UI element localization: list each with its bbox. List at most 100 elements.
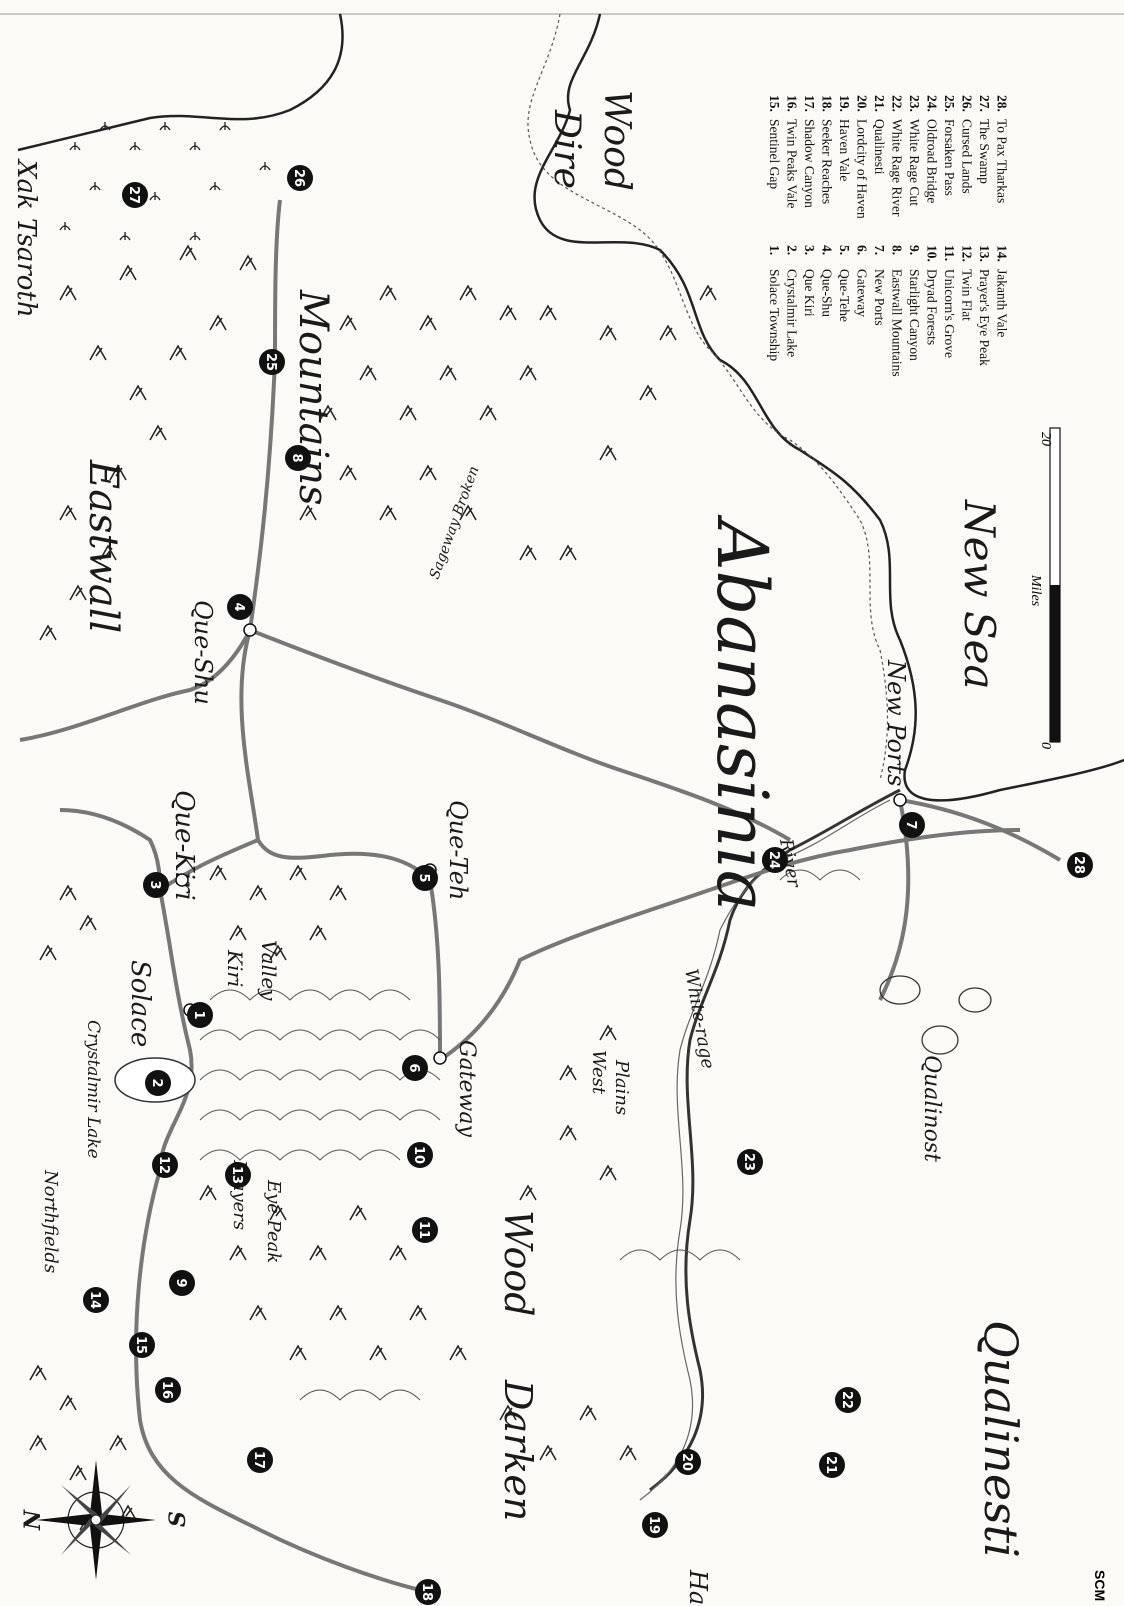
marker-10[interactable]: 10 <box>407 1142 433 1168</box>
marker-25[interactable]: 25 <box>259 349 285 375</box>
legend-entry: 11.Unicorn's Grove <box>942 245 957 358</box>
marker-7[interactable]: 7 <box>899 812 925 838</box>
svg-text:24: 24 <box>766 851 781 869</box>
marker-4[interactable]: 4 <box>227 594 253 620</box>
legend-entry: 24.Oldroad Bridge <box>925 95 940 203</box>
marker-22[interactable]: 22 <box>835 1387 861 1413</box>
legend-entry-name: New Ports <box>872 269 887 326</box>
legend-entry-name: Que-Shu <box>820 269 835 317</box>
marker-2[interactable]: 2 <box>145 1070 171 1096</box>
marker-18[interactable]: 18 <box>415 1579 441 1605</box>
compass-rose <box>36 1460 156 1580</box>
svg-text:18: 18 <box>419 1583 434 1601</box>
marker-28[interactable]: 28 <box>1067 852 1093 878</box>
legend-entry-name: Shadow Canyon <box>802 119 817 208</box>
svg-text:11: 11 <box>416 1221 431 1239</box>
marker-21[interactable]: 21 <box>819 1452 845 1478</box>
legend-entry-number: 19. <box>837 95 852 112</box>
coastline <box>17 13 344 152</box>
legend-entry-number: 6. <box>855 245 870 255</box>
legend-entry-number: 21. <box>872 95 887 112</box>
islands <box>879 975 992 1055</box>
svg-text:25: 25 <box>263 353 278 371</box>
svg-text:19: 19 <box>646 1516 661 1534</box>
legend-entry: 2.Crystalmir Lake <box>785 245 800 357</box>
label-crystalmir-lake: Crystalmir Lake <box>83 1020 103 1159</box>
label-new-ports: New Ports <box>882 659 910 786</box>
white-rage-river <box>649 788 901 1492</box>
marker-11[interactable]: 11 <box>412 1217 438 1243</box>
legend-entry: 22.White Rage River <box>890 95 905 217</box>
compass-north-label: N <box>20 1509 46 1531</box>
legend-entry-number: 27. <box>977 95 992 112</box>
legend-entry: 21.Qualinesti <box>872 95 887 175</box>
legend-entry-name: Starlight Canyon <box>907 269 922 361</box>
marker-5[interactable]: 5 <box>412 865 438 891</box>
marker-9[interactable]: 9 <box>169 1270 195 1296</box>
legend-entry-name: The Swamp <box>977 119 992 184</box>
legend-entry: 27. The Swamp <box>977 95 992 184</box>
label-qualinost: Qualinost <box>919 1055 944 1162</box>
legend-entry-name: Twin Peaks Vale <box>785 119 800 209</box>
marker-26[interactable]: 26 <box>287 165 313 191</box>
legend-entry-number: 1. <box>767 245 782 255</box>
legend-entry-name: Solace Township <box>767 269 782 361</box>
legend-entry-number: 13. <box>977 245 992 262</box>
legend-entry-number: 22. <box>890 95 905 112</box>
legend-entry: 20.Lordcity of Haven <box>855 95 870 219</box>
scale-bar-end: 20 <box>1038 432 1053 446</box>
legend-entry: 16.Twin Peaks Vale <box>785 95 800 209</box>
svg-text:27: 27 <box>126 186 141 204</box>
label-solace: Solace <box>125 960 155 1047</box>
sea-coast-east <box>533 13 1124 802</box>
legend-entry: 17.Shadow Canyon <box>802 95 817 208</box>
marker-13[interactable]: 13 <box>225 1162 251 1188</box>
compass-south-label: S <box>165 1511 191 1527</box>
label-eastwall: Eastwall <box>80 459 126 633</box>
legend-entry-name: Eastwall Mountains <box>890 269 905 377</box>
legend-entry-number: 5. <box>837 245 852 255</box>
mountain-symbols <box>29 244 717 1531</box>
svg-text:15: 15 <box>133 1336 148 1354</box>
marker-27[interactable]: 27 <box>122 182 148 208</box>
marker-24[interactable]: 24 <box>762 847 788 873</box>
svg-text:5: 5 <box>416 873 431 882</box>
marker-23[interactable]: 23 <box>737 1149 763 1175</box>
marker-12[interactable]: 12 <box>152 1152 178 1178</box>
marker-6[interactable]: 6 <box>402 1055 428 1081</box>
marker-15[interactable]: 15 <box>129 1332 155 1358</box>
marker-8[interactable]: 8 <box>285 445 311 471</box>
legend-entry-number: 28. <box>995 95 1010 112</box>
legend-entry-number: 23. <box>907 95 922 112</box>
legend-entry-name: Dryad Forests <box>925 269 940 345</box>
scale-bar: 0 20 Miles <box>1028 427 1061 749</box>
legend-entry: 15.Sentinel Gap <box>767 95 782 189</box>
legend-entry: 12.Twin Flat <box>960 245 975 321</box>
marker-3[interactable]: 3 <box>143 872 169 898</box>
legend-entry-name: Unicorn's Grove <box>942 269 957 358</box>
legend-entry-number: 12. <box>960 245 975 262</box>
label-eye-peak: Eye Peak <box>263 1179 284 1263</box>
svg-text:2: 2 <box>149 1078 164 1087</box>
svg-text:28: 28 <box>1071 856 1086 874</box>
marker-20[interactable]: 20 <box>675 1449 701 1475</box>
legend-entry-number: 26. <box>960 95 975 112</box>
label-kiri: Kiri <box>223 949 247 987</box>
label-valley: Valley <box>257 940 281 1001</box>
marker-1[interactable]: 1 <box>187 1002 213 1028</box>
marker-17[interactable]: 17 <box>247 1447 273 1473</box>
svg-text:4: 4 <box>231 602 246 611</box>
svg-text:14: 14 <box>87 1291 102 1309</box>
svg-text:10: 10 <box>411 1146 426 1164</box>
label-gateway: Gateway <box>454 1040 479 1137</box>
marker-16[interactable]: 16 <box>155 1377 181 1403</box>
marker-19[interactable]: 19 <box>642 1512 668 1538</box>
svg-text:6: 6 <box>406 1063 421 1072</box>
label-west: West <box>588 1050 609 1095</box>
legend-entry-name: Crystalmir Lake <box>785 269 800 357</box>
legend-entry-number: 10. <box>925 245 940 262</box>
marker-14[interactable]: 14 <box>83 1287 109 1313</box>
svg-text:23: 23 <box>741 1153 756 1171</box>
label-que-teh: Que-Teh <box>444 800 472 900</box>
